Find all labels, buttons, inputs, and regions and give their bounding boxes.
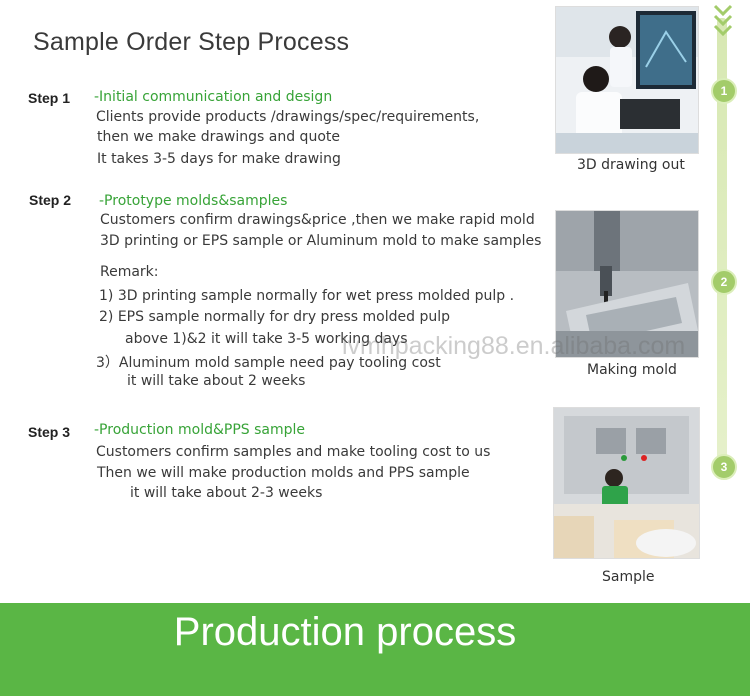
photo-3d-drawing-caption: 3D drawing out xyxy=(577,157,685,173)
step-3-line-2: Then we will make production molds and P… xyxy=(97,465,470,481)
step-2-heading: -Prototype molds&samples xyxy=(99,193,288,209)
step-2-label: Step 2 xyxy=(29,192,72,208)
production-line-image xyxy=(554,408,699,558)
step-2-remark-2: 2) EPS sample normally for dry press mol… xyxy=(99,309,451,325)
step-1-line-2: then we make drawings and quote xyxy=(97,129,340,145)
chevron-down-icon xyxy=(713,24,733,37)
photo-3d-drawing xyxy=(555,6,699,154)
step-2-remark-3: above 1)&2 it will take 3-5 working days xyxy=(125,331,408,347)
photo-sample-caption: Sample xyxy=(602,569,655,585)
photo-making-mold-caption: Making mold xyxy=(587,362,677,378)
step-3-heading: -Production mold&PPS sample xyxy=(94,422,306,438)
footer-banner xyxy=(0,603,750,696)
photo-making-mold xyxy=(555,210,699,358)
engineers-at-computers-image xyxy=(556,7,698,153)
timeline-node-1: 1 xyxy=(711,78,737,104)
step-1-label: Step 1 xyxy=(28,90,71,106)
page-title: Sample Order Step Process xyxy=(33,28,350,56)
step-1-line-3: It takes 3-5 days for make drawing xyxy=(97,151,341,167)
timeline-rail xyxy=(717,18,727,478)
timeline-node-3: 3 xyxy=(711,454,737,480)
cnc-machine-image xyxy=(556,211,698,357)
step-2-line-1: Customers confirm drawings&price ,then w… xyxy=(100,212,535,228)
chevron-down-icon xyxy=(713,14,733,27)
chevron-down-icon xyxy=(713,4,733,17)
step-1-line-1: Clients provide products /drawings/spec/… xyxy=(96,109,480,125)
step-3-line-3: it will take about 2-3 weeks xyxy=(130,485,323,501)
step-3-label: Step 3 xyxy=(28,424,71,440)
step-2-line-2: 3D printing or EPS sample or Aluminum mo… xyxy=(100,233,542,249)
watermark: lvmhpacking88.en.alibaba.com xyxy=(342,332,686,360)
step-2-remark-5: it will take about 2 weeks xyxy=(127,373,306,389)
footer-title: Production process xyxy=(173,610,517,654)
step-1-heading: -Initial communication and design xyxy=(94,89,333,105)
step-2-remark-1: 1) 3D printing sample normally for wet p… xyxy=(99,288,515,304)
step-2-remark-title: Remark: xyxy=(100,264,159,280)
step-2-remark-4: 3）Aluminum mold sample need pay tooling … xyxy=(96,355,441,371)
photo-sample xyxy=(553,407,700,559)
timeline-node-2: 2 xyxy=(711,269,737,295)
step-3-line-1: Customers confirm samples and make tooli… xyxy=(96,444,491,460)
